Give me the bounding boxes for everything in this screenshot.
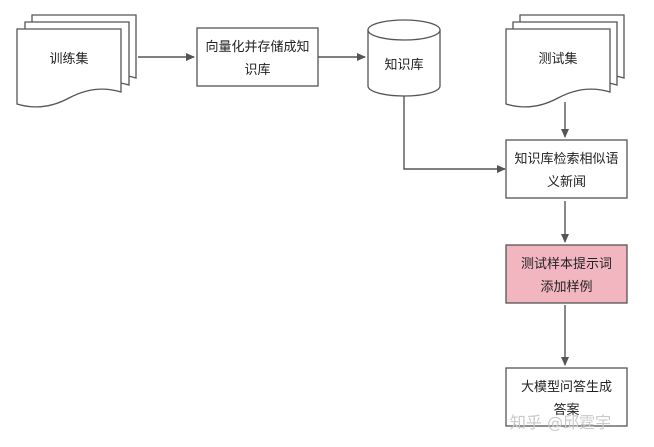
- edge-kb-to-retrieve: [403, 92, 506, 173]
- answer-label-line1: 大模型问答生成: [521, 379, 612, 395]
- watermark: 知乎 @邱霆宇: [510, 413, 611, 432]
- knowledge-base-label: 知识库: [384, 57, 423, 73]
- retrieve-node: 知识库检索相似语 义新闻: [505, 139, 628, 199]
- training-set-node: 训练集: [16, 14, 137, 108]
- test-set-node: 测试集: [505, 14, 625, 108]
- prompt-label-line2: 添加样例: [540, 280, 592, 295]
- retrieve-label-line2: 义新闻: [547, 174, 586, 190]
- prompt-node: 测试样本提示词 添加样例: [505, 244, 628, 304]
- vectorize-label-line2: 识库: [244, 62, 270, 78]
- vectorize-node: 向量化并存储成知 识库: [196, 27, 319, 87]
- answer-node: 大模型问答生成 答案: [505, 367, 628, 427]
- prompt-label-line1: 测试样本提示词: [521, 256, 612, 272]
- retrieve-label-line1: 知识库检索相似语: [514, 151, 618, 167]
- knowledge-base-node: 知识库: [367, 19, 441, 97]
- answer-label-line2: 答案: [553, 402, 579, 418]
- training-set-label: 训练集: [49, 51, 88, 67]
- test-set-label: 测试集: [538, 51, 577, 67]
- vectorize-label-line1: 向量化并存储成知: [205, 39, 309, 55]
